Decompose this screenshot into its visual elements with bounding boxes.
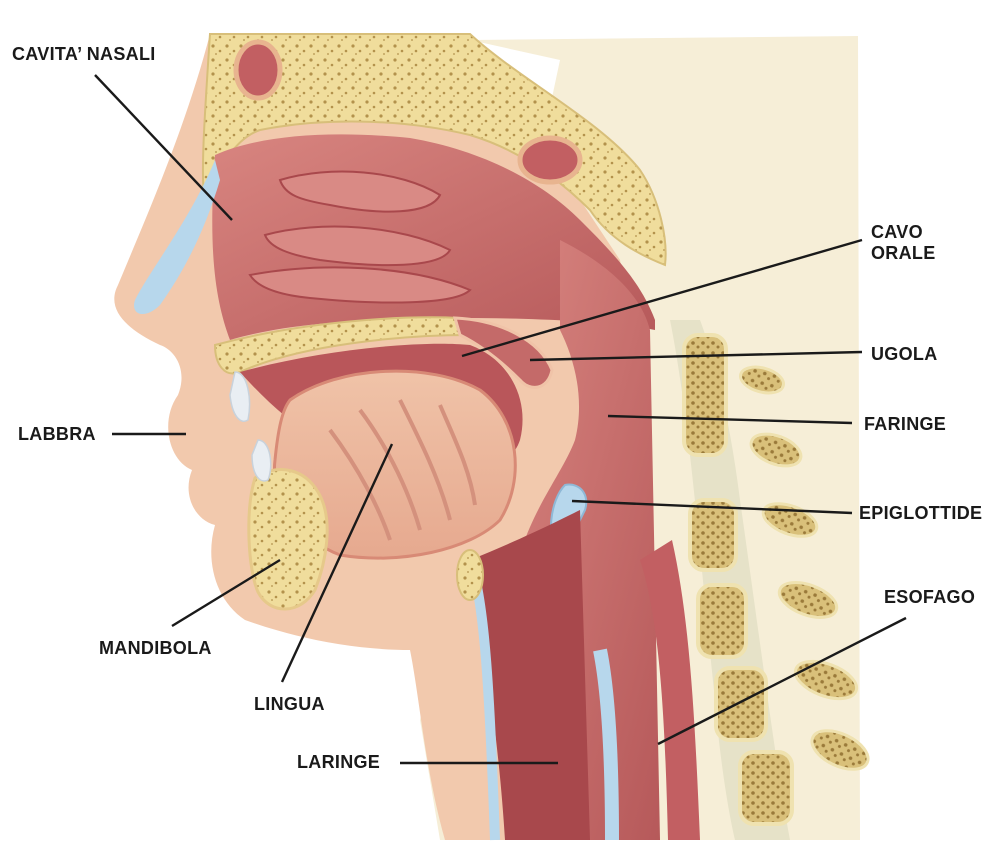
- mandible: [247, 468, 329, 611]
- label-mandible: MANDIBOLA: [99, 638, 212, 658]
- spinous-process-1: [739, 365, 785, 395]
- upper-tooth: [229, 371, 251, 422]
- sinus-frontal: [233, 39, 283, 101]
- vertebra-3: [696, 583, 748, 659]
- leader-lingua: [280, 443, 394, 683]
- label-pharynx: FARINGE: [864, 414, 947, 434]
- label-epiglottis: EPIGLOTTIDE: [859, 503, 983, 523]
- leader-mandibola: [171, 558, 281, 628]
- label-oral-cavity-line2: ORALE: [871, 243, 936, 263]
- trachea-cartilage: [593, 648, 619, 841]
- label-oral-cavity-line1: CAVO: [871, 222, 923, 242]
- vertebra-2: [688, 498, 738, 572]
- lower-tooth: [251, 439, 272, 482]
- label-uvula: UGOLA: [871, 344, 938, 364]
- label-tongue: LINGUA: [254, 694, 325, 714]
- nasal-turbinate-2: [263, 225, 452, 267]
- leader-ugola: [529, 350, 863, 362]
- label-esophagus: ESOFAGO: [884, 587, 976, 607]
- leader-nasal: [94, 74, 233, 221]
- label-lips: LABBRA: [18, 424, 96, 444]
- hyoid-bone: [456, 549, 484, 601]
- leader-epiglottide: [571, 499, 853, 515]
- vertebra-4: [714, 666, 768, 742]
- spinous-process-5: [793, 659, 859, 701]
- vertebra-1: [682, 333, 728, 457]
- esophagus: [640, 540, 700, 840]
- spinous-process-2: [749, 432, 803, 468]
- nasal-turbinate-1: [278, 170, 442, 213]
- leader-esofago: [657, 616, 907, 746]
- leader-cavo-orale: [461, 238, 863, 358]
- vertebra-5: [738, 750, 794, 826]
- leader-faringe: [607, 414, 853, 425]
- label-nasal-cavity: CAVITA’ NASALI: [12, 44, 156, 64]
- tongue-fibers: [328, 399, 477, 541]
- spinous-process-4: [777, 581, 839, 619]
- hard-palate: [213, 316, 472, 375]
- label-larynx: LARINGE: [297, 752, 381, 772]
- leader-lines: [94, 74, 907, 765]
- nasal-turbinate-3: [248, 266, 472, 304]
- soft-palate: [452, 316, 554, 389]
- label-oral-cavity: CAVO ORALE: [871, 222, 936, 264]
- nose-cartilage: [134, 160, 220, 315]
- larynx: [470, 510, 590, 840]
- spinous-process-6: [810, 729, 870, 771]
- sinus-sphenoid: [517, 135, 583, 185]
